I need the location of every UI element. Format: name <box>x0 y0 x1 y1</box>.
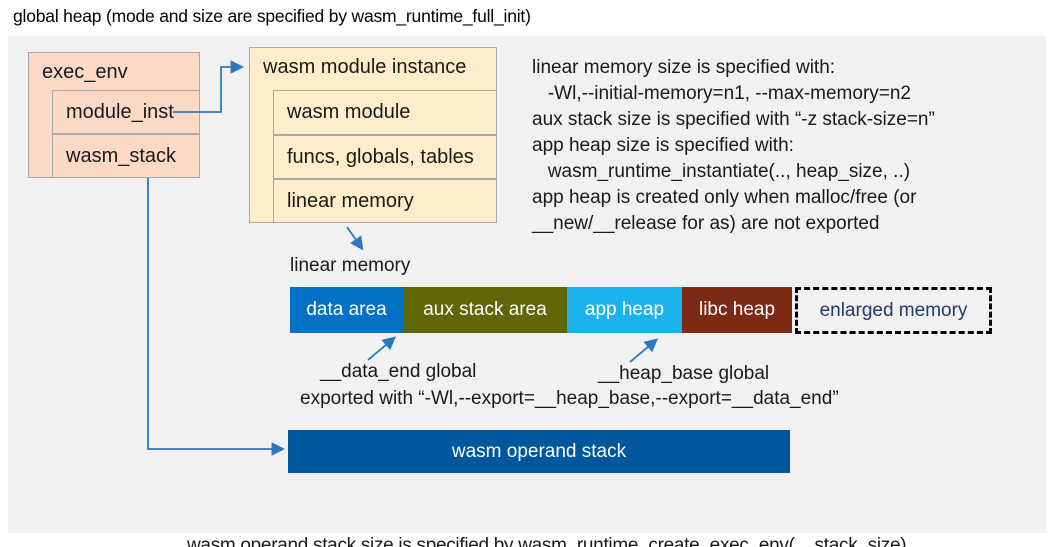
export-note: exported with “-Wl,--export=__heap_base,… <box>300 388 839 409</box>
note-line: app heap is created only when malloc/fre… <box>532 187 917 208</box>
exec-env-field-wasm-stack: wasm_stack <box>52 134 200 178</box>
segment-enlarged-memory: enlarged memory <box>795 287 992 334</box>
module-instance-header: wasm module instance <box>263 56 467 78</box>
note-line: -Wl,--initial-memory=n1, --max-memory=n2 <box>532 83 911 104</box>
note-line: wasm_runtime_instantiate(.., heap_size, … <box>532 161 911 182</box>
segment-data-area: data area <box>290 287 403 333</box>
segment-libc-heap: libc heap <box>682 287 792 333</box>
module-instance-field-linear-memory: linear memory <box>273 179 497 223</box>
note-line: aux stack size is specified with “-z sta… <box>532 109 935 130</box>
heap-base-global-label: __heap_base global <box>598 363 770 384</box>
module-instance-field-funcs-globals-tables: funcs, globals, tables <box>273 135 497 179</box>
exec-env-field-module-inst: module_inst <box>52 90 200 134</box>
segment-app-heap: app heap <box>567 287 682 333</box>
note-line: app heap size is specified with: <box>532 135 794 156</box>
module-instance-field-wasm-module: wasm module <box>273 90 497 135</box>
size-notes: linear memory size is specified with: -W… <box>532 55 1037 237</box>
data-end-global-label: __data_end global <box>320 361 477 382</box>
note-line: linear memory size is specified with: <box>532 57 836 78</box>
diagram-title: global heap (mode and size are specified… <box>13 6 531 26</box>
wasm-operand-stack-bar: wasm operand stack <box>288 430 790 473</box>
operand-stack-notes: wasm operand stack size is specified by … <box>187 481 907 547</box>
segment-aux-stack-area: aux stack area <box>403 287 567 333</box>
note-line: __new/__release for as) are not exported <box>532 213 880 234</box>
exec-env-header: exec_env <box>42 61 128 83</box>
note-line: wasm operand stack size is specified by … <box>187 535 907 547</box>
linear-memory-bar-label: linear memory <box>290 255 411 276</box>
